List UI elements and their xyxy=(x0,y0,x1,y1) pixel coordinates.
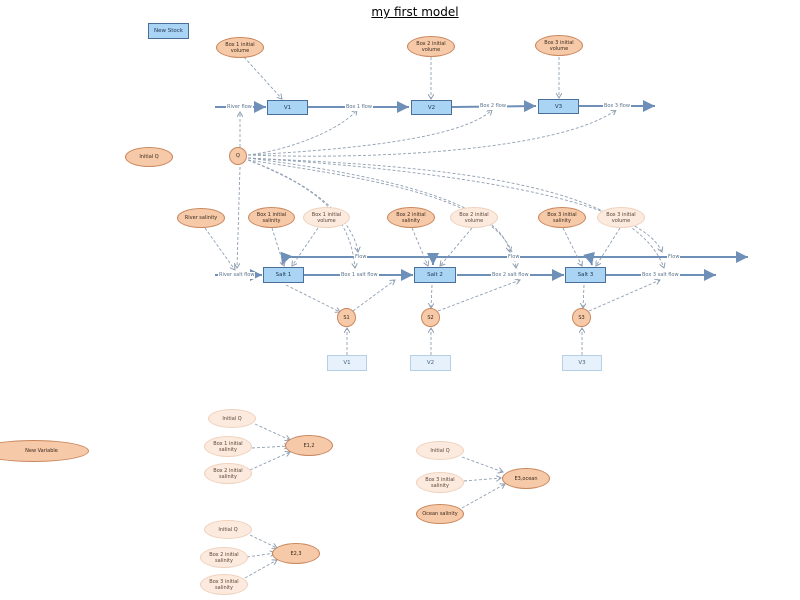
flow-label-flow-c[interactable]: Flow xyxy=(667,254,681,261)
var-river-salinity[interactable]: River salinity xyxy=(177,208,225,228)
var-s2[interactable]: S2 xyxy=(421,308,440,327)
flow-label-river-salt-flow[interactable]: River salt flow xyxy=(218,272,256,279)
e3-input-initial-q[interactable]: Initial Q xyxy=(416,441,464,460)
flow-label-box2-salt-flow[interactable]: Box 2 salt flow xyxy=(491,272,530,279)
model-title: my first model xyxy=(371,5,459,19)
e23-input-initial-q[interactable]: Initial Q xyxy=(204,520,252,539)
var-box3-initial-salinity[interactable]: Box 3 initial salinity xyxy=(538,207,586,228)
ghost-v2[interactable]: V2 xyxy=(410,355,451,371)
var-s1[interactable]: S1 xyxy=(337,308,356,327)
new-stock-button[interactable]: New Stock xyxy=(148,23,189,39)
flow-label-box2-flow[interactable]: Box 2 flow xyxy=(479,103,507,110)
var-q[interactable]: Q xyxy=(229,147,247,165)
var-box2-initial-salinity[interactable]: Box 2 initial salinity xyxy=(387,207,435,228)
e12-input-box1-salinity[interactable]: Box 1 initial salinity xyxy=(204,436,252,457)
var-box2-initial-volume[interactable]: Box 2 initial volume xyxy=(407,36,455,57)
var-box1-initial-salinity[interactable]: Box 1 initial salinity xyxy=(248,207,295,228)
e23-input-box3-salinity[interactable]: Box 3 initial salinity xyxy=(200,574,248,595)
ghost-v3[interactable]: V3 xyxy=(562,355,602,371)
flow-label-box1-flow[interactable]: Box 1 flow xyxy=(345,104,373,111)
e3-input-box3-salinity[interactable]: Box 3 initial salinity xyxy=(416,472,464,493)
var-initial-q[interactable]: Initial Q xyxy=(125,147,173,167)
var-box2-initial-volume-b[interactable]: Box 2 initial volume xyxy=(450,207,498,228)
new-variable-button[interactable]: New Variable xyxy=(0,440,89,462)
dashed-connectors xyxy=(204,56,664,579)
var-e3-ocean[interactable]: E3,ocean xyxy=(502,468,550,489)
flow-label-box3-flow[interactable]: Box 3 flow xyxy=(603,103,631,110)
e12-input-initial-q[interactable]: Initial Q xyxy=(208,409,256,428)
stock-v2[interactable]: V2 xyxy=(411,100,452,115)
stock-v1[interactable]: V1 xyxy=(267,100,308,115)
var-e23[interactable]: E2,3 xyxy=(272,543,320,564)
stock-v3[interactable]: V3 xyxy=(538,99,579,114)
var-box3-initial-volume[interactable]: Box 3 initial volume xyxy=(535,35,583,56)
var-s3[interactable]: S3 xyxy=(572,308,591,327)
ghost-v1[interactable]: V1 xyxy=(327,355,367,371)
flow-label-flow-a[interactable]: Flow xyxy=(354,254,368,261)
stock-salt-3[interactable]: Salt 3 xyxy=(565,267,606,283)
stock-salt-1[interactable]: Salt 1 xyxy=(263,267,304,283)
flow-branch-3 xyxy=(583,251,595,266)
var-ocean-salinity[interactable]: Ocean salinity xyxy=(416,504,464,524)
flow-label-river-flow[interactable]: River flow xyxy=(226,104,253,111)
stock-salt-2[interactable]: Salt 2 xyxy=(414,267,456,283)
new-variable-wrapper: New Variable xyxy=(0,440,90,462)
flow-label-box3-salt-flow[interactable]: Box 3 salt flow xyxy=(641,272,680,279)
var-e12[interactable]: E1,2 xyxy=(285,435,333,456)
var-box1-initial-volume-b[interactable]: Box 1 initial volume xyxy=(303,207,350,228)
var-box3-initial-volume-b[interactable]: Box 3 initial volume xyxy=(597,207,645,228)
flow-label-box1-salt-flow[interactable]: Box 1 salt flow xyxy=(340,272,379,279)
flow-label-flow-b[interactable]: Flow xyxy=(507,254,521,261)
var-box1-initial-volume[interactable]: Box 1 initial volume xyxy=(216,37,264,58)
e23-input-box2-salinity[interactable]: Box 2 initial salinity xyxy=(200,547,248,568)
e12-input-box2-salinity[interactable]: Box 2 initial salinity xyxy=(204,463,252,484)
